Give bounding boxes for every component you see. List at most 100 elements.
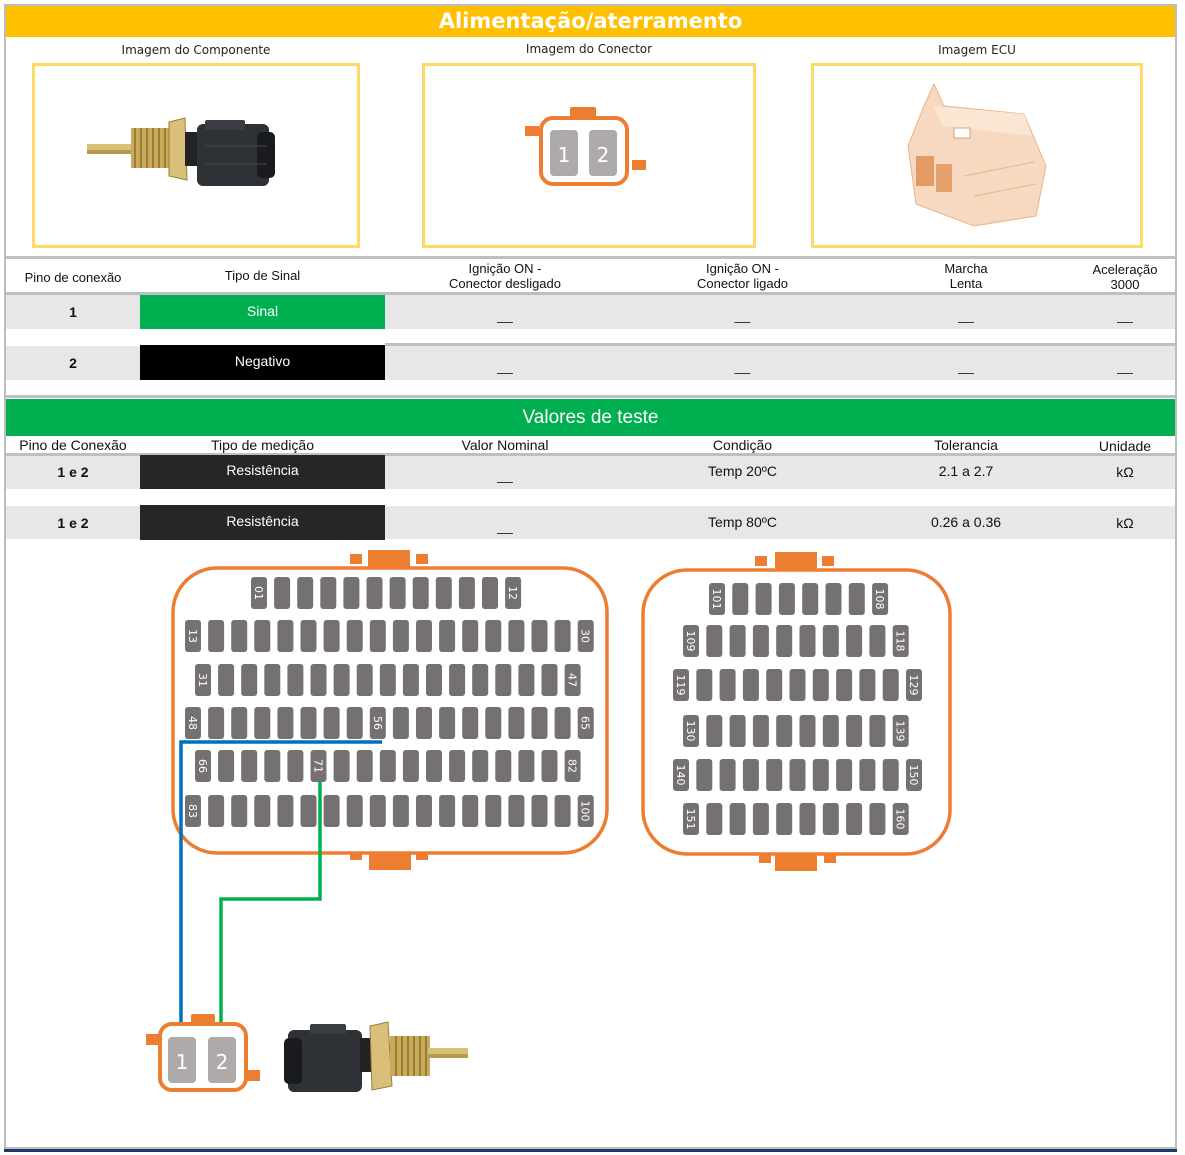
ecu-pin: [776, 803, 793, 835]
test-col-header-pin: Pino de Conexão: [19, 437, 127, 453]
ecu-pin: [356, 664, 373, 696]
test-col-header-condition: Condição: [712, 437, 773, 453]
ecu-pin: [231, 707, 248, 739]
ecu-pin: [323, 707, 340, 739]
ecu-pin: [485, 707, 502, 739]
connector-b-latch-top: [775, 552, 817, 572]
ecu-pin: [277, 795, 294, 827]
ecu-pin-label: 83: [186, 804, 199, 818]
col-header-accel: Aceleração 3000: [1072, 262, 1178, 292]
ecu-pin: [185, 795, 201, 827]
page-frame: [4, 4, 1177, 1149]
ecu-pin: [531, 707, 548, 739]
ecu-pin: [766, 759, 783, 791]
ecu-pin: [848, 583, 865, 615]
col-header-ign-on-line1: Ignição ON -: [706, 261, 779, 276]
ecu-pin: [822, 715, 839, 747]
ecu-pin: [462, 620, 479, 652]
ecu-pin: [392, 620, 409, 652]
ecu-pin: [696, 669, 713, 701]
ecu-pin: [892, 803, 909, 835]
ecu-pin: [412, 577, 429, 609]
ecu-pin: [369, 620, 386, 652]
ecu-pin-label: 01: [252, 586, 265, 600]
ecu-pin: [485, 795, 502, 827]
svg-text:1: 1: [558, 143, 571, 167]
ecu-pin: [392, 795, 409, 827]
ecu-pin: [231, 795, 248, 827]
ecu-pin: [274, 577, 291, 609]
ecu-image-frame: [811, 63, 1143, 248]
ecu-pin: [906, 759, 922, 791]
ecu-pin: [709, 583, 725, 615]
ecu-pin-label: 100: [579, 801, 592, 822]
ecu-pin: [346, 707, 363, 739]
signal-row-1-idle: __: [958, 307, 974, 323]
ecu-pin: [472, 664, 489, 696]
bottom-rule: [4, 1149, 1177, 1152]
ecu-pin: [287, 664, 304, 696]
ecu-pin: [426, 750, 442, 782]
ecu-pin: [251, 577, 267, 609]
ecu-pin: [564, 664, 581, 696]
sensor-pin-2: 2: [208, 1037, 236, 1083]
ecu-pin: [706, 625, 723, 657]
ecu-pin: [389, 577, 406, 609]
ecu-pin: [825, 583, 842, 615]
ecu-pin-label: 151: [684, 809, 697, 830]
ecu-pin: [495, 664, 512, 696]
ecu-pin: [508, 707, 525, 739]
ecu-pin: [505, 577, 522, 609]
ecu-pin: [416, 707, 432, 739]
connector-pin-2: 2: [589, 130, 617, 176]
table-divider: [6, 292, 1175, 295]
test-col-header-unit: Unidade: [1098, 438, 1152, 454]
ecu-pin: [323, 795, 340, 827]
sensor-plug: [197, 120, 275, 186]
test-row-1-tolerance: 2.1 a 2.7: [938, 463, 994, 479]
ecu-pin-label: 31: [196, 673, 209, 687]
wire-pin71-to-sensor-pin2: [219, 782, 322, 1024]
test-row-2-type-badge: Resistência: [140, 505, 385, 540]
ecu-pin: [892, 715, 909, 747]
ecu-pin: [416, 795, 432, 827]
ecu-pin: [439, 795, 456, 827]
ecu-pin: [277, 620, 294, 652]
ecu-pin: [531, 795, 548, 827]
ecu-pin: [577, 620, 594, 652]
ecu-pin: [577, 795, 594, 827]
test-row-1-unit: kΩ: [1116, 464, 1134, 480]
ecu-pin: [882, 759, 899, 791]
ecu-pin: [789, 669, 806, 701]
ecu-pin: [346, 795, 363, 827]
ecu-pin: [320, 577, 337, 609]
ecu-pin: [683, 803, 699, 835]
ecu-pin: [673, 669, 689, 701]
ecu-pin-label: 118: [894, 631, 907, 652]
ecu-pin-label: 139: [894, 721, 907, 742]
ecu-pin: [766, 669, 783, 701]
ecu-pin: [264, 664, 281, 696]
sensor-connector-diagram: 1 2: [525, 107, 646, 186]
ecu-pin: [218, 664, 235, 696]
svg-text:2: 2: [597, 143, 610, 167]
ecu-pin: [859, 669, 876, 701]
ecu-pin: [799, 715, 816, 747]
ecu-pin: [696, 759, 713, 791]
ecu-pin: [554, 620, 571, 652]
ecu-pin: [822, 625, 839, 657]
ecu-pin: [439, 620, 456, 652]
ecu-pin: [869, 625, 886, 657]
ecu-pin: [518, 664, 535, 696]
ecu-pin: [719, 759, 736, 791]
connector-a-latch-top: [368, 550, 410, 570]
ecu-pin: [392, 707, 409, 739]
test-col-header-type: Tipo de medição: [211, 437, 314, 453]
connector-pin-1: 1: [550, 130, 578, 176]
connector-a-latch-left: [350, 554, 362, 564]
ecu-pin: [752, 803, 769, 835]
ecu-pin: [356, 750, 373, 782]
